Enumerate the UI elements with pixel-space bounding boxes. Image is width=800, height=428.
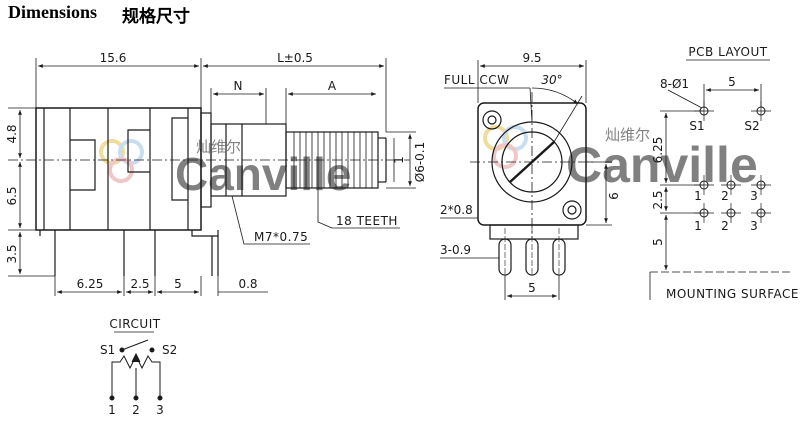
pcb-hole: 8-Ø1: [660, 77, 689, 91]
pcb-mounting-surface: MOUNTING SURFACE: [666, 287, 799, 301]
dim-hole: 2*0.8: [440, 203, 473, 217]
pcb-pin-row2-3: 3: [750, 219, 758, 233]
pcb-title: PCB LAYOUT: [688, 45, 767, 59]
dim-shaft-length: L±0.5: [277, 51, 313, 65]
dim-shaft-small: 1: [392, 156, 406, 164]
title-english: Dimensions: [8, 2, 98, 22]
dim-a: A: [328, 79, 337, 93]
dim-h-mid: 6.5: [5, 186, 19, 205]
circuit-s2: S2: [162, 343, 177, 357]
dim-angle: 30°: [541, 73, 562, 87]
dim-width: 9.5: [522, 51, 541, 65]
circuit-pin-3: 3: [156, 403, 164, 417]
dim-pin-pitch: 5: [528, 281, 536, 295]
watermark-chinese-right: 灿维尔: [605, 126, 650, 144]
watermark-right: Canville 灿维尔: [483, 125, 758, 193]
watermark-brand-left: Canville: [175, 148, 351, 200]
dim-height: 6: [607, 192, 621, 200]
circuit-s1: S1: [100, 343, 115, 357]
pcb-layout: [649, 59, 790, 300]
dim-pin-2: 2.5: [130, 277, 149, 291]
pcb-pin-row2-1: 1: [694, 219, 702, 233]
title-chinese: 规格尺寸: [122, 7, 190, 27]
dim-pin-4: 0.8: [238, 277, 257, 291]
pcb-dim-v2: 2.5: [651, 190, 665, 209]
dim-length-overall: 15.6: [100, 51, 127, 65]
circuit-title: CIRCUIT: [109, 317, 160, 331]
watermark-chinese-left: 灿维尔: [196, 138, 241, 156]
circuit-pin-1: 1: [108, 403, 116, 417]
dim-pin: 3-0.9: [440, 243, 471, 257]
dim-shaft-diameter: Ø6-0.1: [413, 142, 427, 183]
dim-n: N: [234, 79, 243, 93]
label-teeth: 18 TEETH: [336, 214, 398, 228]
watermark-left: Canville 灿维尔: [99, 138, 351, 200]
pcb-pin-row2-2: 2: [721, 219, 729, 233]
pcb-dim-v1: 6.25: [651, 137, 665, 164]
side-view: [8, 58, 416, 296]
dim-pin-1: 6.25: [77, 277, 104, 291]
pcb-pin-s1: S1: [689, 119, 704, 133]
circuit-diagram: [109, 331, 163, 401]
label-thread: M7*0.75: [254, 230, 308, 244]
circuit-pin-2: 2: [132, 403, 140, 417]
dim-pin-3: 5: [174, 277, 182, 291]
pcb-pin-row1-1: 1: [694, 189, 702, 203]
pcb-pin-s2: S2: [744, 119, 759, 133]
pcb-pin-row1-2: 2: [721, 189, 729, 203]
front-view: [440, 60, 612, 300]
label-full-ccw: FULL CCW: [444, 73, 510, 87]
dim-h-bottom: 3.5: [5, 244, 19, 263]
dim-h-top: 4.8: [5, 124, 19, 143]
pcb-pin-row1-3: 3: [750, 189, 758, 203]
pcb-dim-v3: 5: [651, 238, 665, 246]
pcb-top-pitch: 5: [728, 75, 736, 89]
watermark-brand-right: Canville: [566, 137, 758, 193]
